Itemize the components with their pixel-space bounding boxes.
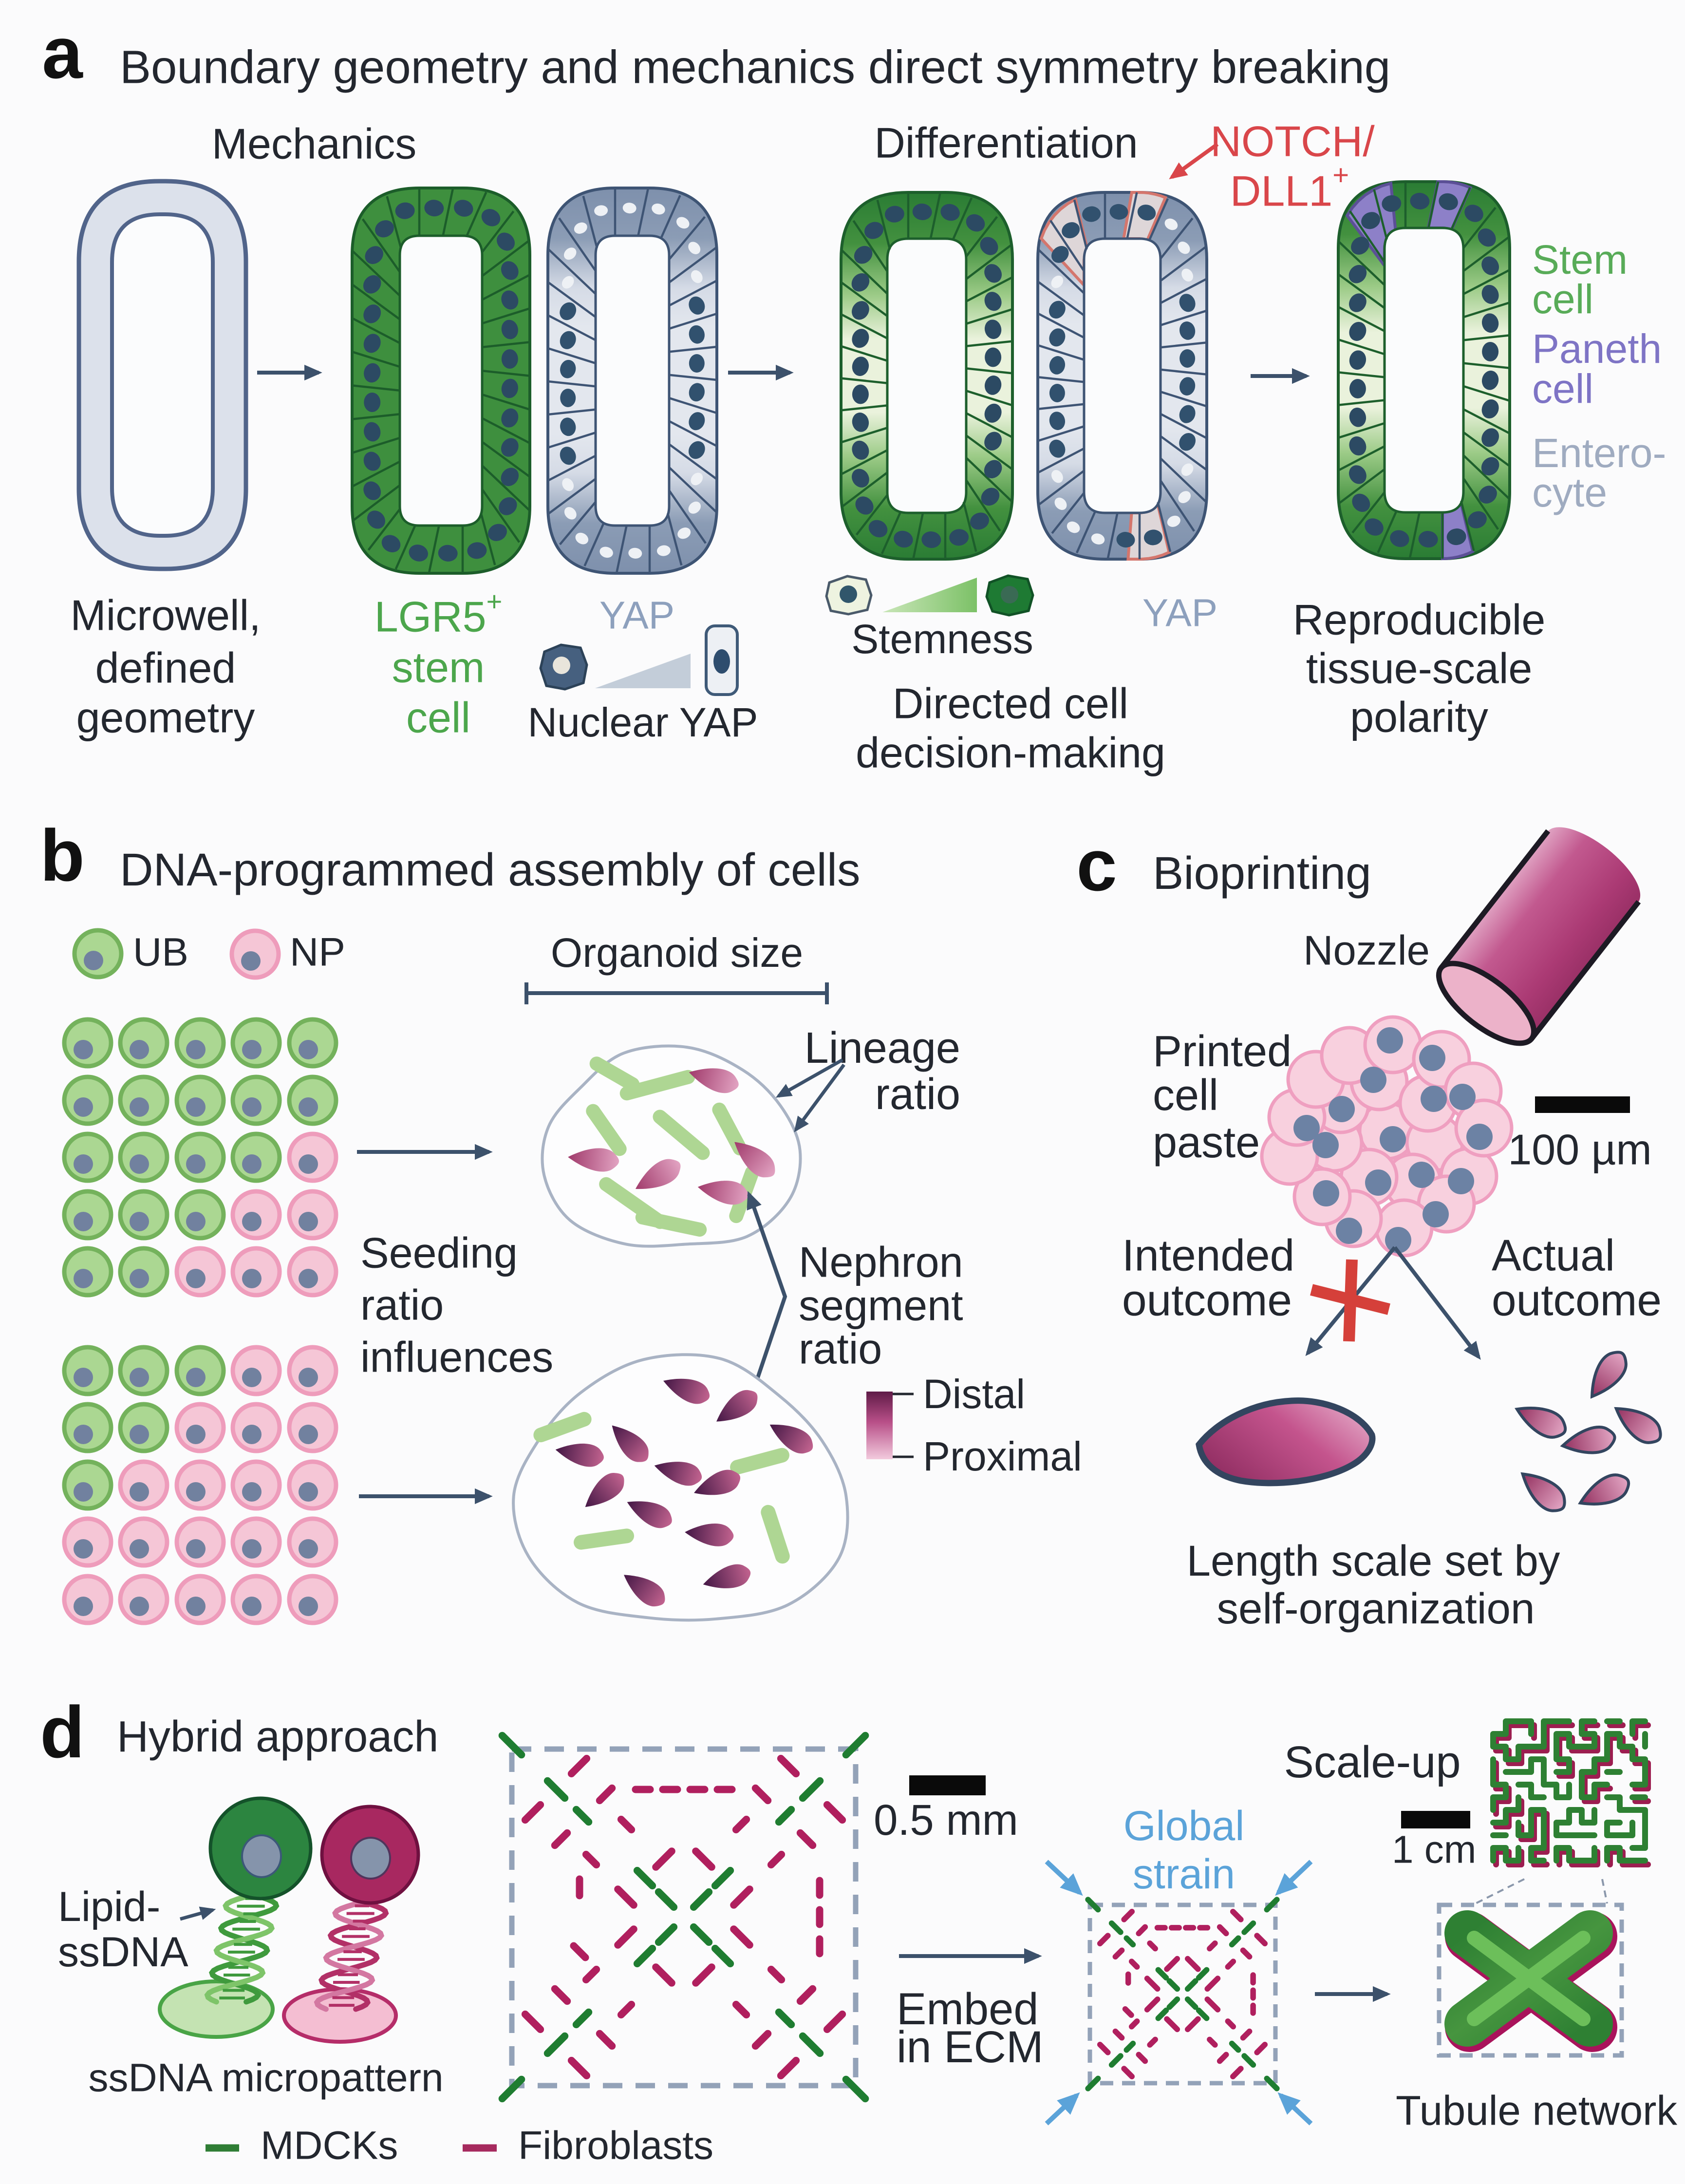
svg-text:geometry: geometry — [76, 694, 255, 742]
svg-text:strain: strain — [1133, 1851, 1235, 1898]
svg-text:in ECM: in ECM — [897, 2022, 1044, 2072]
svg-text:Mechanics: Mechanics — [212, 120, 417, 168]
svg-text:Tubule network: Tubule network — [1396, 2088, 1677, 2134]
svg-text:Nozzle: Nozzle — [1303, 928, 1430, 974]
svg-text:Proximal: Proximal — [923, 1433, 1082, 1479]
svg-text:Paneth: Paneth — [1532, 326, 1662, 372]
svg-text:polarity: polarity — [1350, 693, 1488, 741]
svg-text:Stem: Stem — [1532, 237, 1628, 282]
svg-text:ratio: ratio — [360, 1281, 444, 1329]
svg-text:MDCKs: MDCKs — [261, 2124, 398, 2168]
svg-text:Nuclear YAP: Nuclear YAP — [527, 699, 758, 745]
svg-text:Printed: Printed — [1153, 1027, 1292, 1076]
svg-text:NOTCH/: NOTCH/ — [1210, 117, 1375, 166]
svg-text:Global: Global — [1123, 1803, 1245, 1849]
svg-text:c: c — [1076, 824, 1117, 906]
svg-text:Hybrid approach: Hybrid approach — [117, 1713, 438, 1761]
svg-text:cell: cell — [1532, 366, 1593, 412]
svg-text:ratio: ratio — [799, 1325, 882, 1373]
svg-text:tissue-scale: tissue-scale — [1306, 644, 1533, 693]
svg-text:Lipid-: Lipid- — [58, 1883, 160, 1930]
svg-text:YAP: YAP — [1142, 591, 1217, 635]
svg-text:ssDNA micropattern: ssDNA micropattern — [88, 2056, 443, 2100]
svg-text:Nephron: Nephron — [799, 1238, 963, 1286]
svg-text:UB: UB — [133, 930, 188, 975]
svg-text:b: b — [40, 814, 85, 896]
svg-text:Differentiation: Differentiation — [874, 119, 1138, 167]
svg-text:Reproducible: Reproducible — [1293, 596, 1546, 644]
svg-text:Seeding: Seeding — [360, 1229, 518, 1277]
svg-text:outcome: outcome — [1122, 1276, 1292, 1325]
svg-text:Scale-up: Scale-up — [1284, 1737, 1460, 1787]
svg-text:Embed: Embed — [897, 1984, 1039, 2034]
svg-text:LGR5+: LGR5+ — [374, 586, 503, 641]
svg-text:Intended: Intended — [1122, 1231, 1294, 1280]
svg-text:stem: stem — [392, 643, 485, 692]
svg-text:Stemness: Stemness — [851, 616, 1033, 662]
svg-text:Fibroblasts: Fibroblasts — [518, 2124, 713, 2168]
svg-text:a: a — [42, 12, 83, 94]
svg-text:Length scale set by: Length scale set by — [1187, 1536, 1560, 1585]
svg-text:1 cm: 1 cm — [1392, 1828, 1476, 1871]
svg-text:Lineage: Lineage — [805, 1024, 960, 1073]
svg-text:decision-making: decision-making — [856, 729, 1165, 777]
svg-text:cell: cell — [1153, 1071, 1218, 1120]
svg-text:segment: segment — [799, 1281, 963, 1330]
svg-text:outcome: outcome — [1492, 1276, 1662, 1325]
svg-text:cyte: cyte — [1532, 470, 1607, 515]
svg-text:0.5 mm: 0.5 mm — [874, 1795, 1018, 1844]
svg-text:cell: cell — [406, 694, 470, 742]
svg-text:DNA-programmed assembly of cel: DNA-programmed assembly of cells — [120, 844, 860, 896]
svg-text:d: d — [40, 1691, 85, 1773]
svg-text:NP: NP — [290, 930, 345, 975]
svg-text:self-organization: self-organization — [1217, 1584, 1535, 1633]
svg-text:100 µm: 100 µm — [1508, 1126, 1651, 1174]
svg-text:Directed cell: Directed cell — [893, 679, 1128, 728]
svg-text:ratio: ratio — [875, 1070, 960, 1119]
svg-text:cell: cell — [1532, 276, 1593, 322]
svg-text:Bioprinting: Bioprinting — [1153, 847, 1371, 899]
svg-text:Organoid size: Organoid size — [551, 930, 803, 976]
svg-text:influences: influences — [360, 1333, 553, 1381]
svg-text:Entero-: Entero- — [1532, 430, 1666, 476]
svg-text:Distal: Distal — [923, 1371, 1025, 1417]
svg-text:defined: defined — [95, 644, 236, 692]
svg-text:Microwell,: Microwell, — [70, 591, 261, 640]
svg-text:Actual: Actual — [1492, 1231, 1615, 1280]
svg-text:YAP: YAP — [599, 594, 674, 637]
svg-text:Boundary geometry and mechanic: Boundary geometry and mechanics direct s… — [120, 41, 1390, 94]
svg-text:paste: paste — [1153, 1118, 1260, 1167]
svg-text:DLL1+: DLL1+ — [1230, 159, 1349, 215]
svg-text:ssDNA: ssDNA — [58, 1929, 188, 1976]
